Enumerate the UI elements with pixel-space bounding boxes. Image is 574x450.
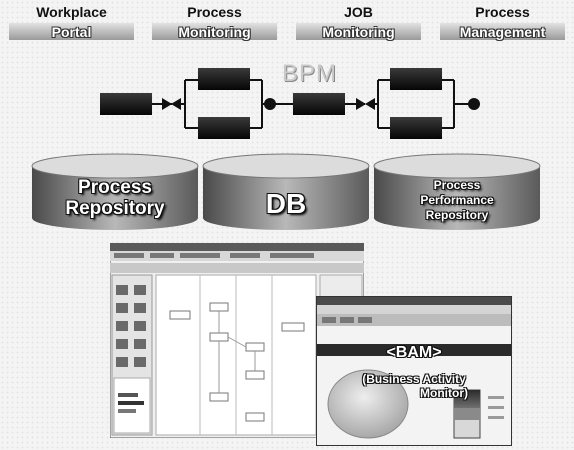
header-bar: Monitoring: [152, 23, 277, 40]
process-performance-repository-cylinder[interactable]: [372, 152, 542, 234]
bam-label: <BAM> (Business Activity Monitor): [316, 344, 512, 400]
split-gateway: [171, 98, 181, 110]
task-box: [198, 68, 250, 90]
header-label-line1: Workplace: [36, 4, 107, 20]
db-label: DB: [265, 188, 307, 219]
end-node: [468, 98, 480, 110]
header-label-line2: Monitoring: [322, 24, 395, 40]
header-label-line2: Monitoring: [178, 24, 251, 40]
bam-line1: (Business Activity: [362, 372, 466, 386]
process-repository-cylinder[interactable]: [30, 152, 200, 234]
db-label-wrap: DB: [201, 189, 371, 219]
repo-line1: Process: [78, 177, 152, 198]
header-label-line1: Process: [475, 4, 530, 20]
task-box: [390, 68, 442, 90]
task-box: [100, 93, 152, 115]
bam-title: <BAM>: [386, 344, 442, 361]
header-label-line1: JOB: [344, 4, 373, 20]
split-gateway: [356, 98, 366, 110]
bpm-tool-screenshot: [110, 243, 364, 438]
task-box: [293, 93, 345, 115]
repo-line2: Performance: [420, 193, 494, 207]
header-bar: Management: [440, 23, 565, 40]
repo-line2: Repository: [65, 198, 165, 219]
header-label-line2: Portal: [51, 24, 92, 40]
repo-line3: Repository: [425, 208, 489, 222]
bam-line2: Monitor): [420, 386, 468, 400]
db-cylinder[interactable]: [201, 152, 371, 234]
join-node: [264, 98, 276, 110]
header-bar: Portal: [9, 23, 134, 40]
split-gateway: [162, 98, 172, 110]
bpm-flow-diagram: [100, 68, 480, 139]
header-bar: Monitoring: [296, 23, 421, 40]
repo-line1: Process: [433, 178, 481, 192]
bpm-title: BPM: [282, 60, 338, 87]
header-label-line1: Process: [187, 4, 242, 20]
process-repository-label: Process Repository: [30, 177, 200, 219]
split-gateway: [365, 98, 375, 110]
task-box: [390, 117, 442, 139]
header-label-line2: Management: [459, 24, 546, 40]
process-performance-repository-label: Process Performance Repository: [372, 178, 542, 223]
bam-screenshot: [316, 296, 512, 446]
task-box: [198, 117, 250, 139]
